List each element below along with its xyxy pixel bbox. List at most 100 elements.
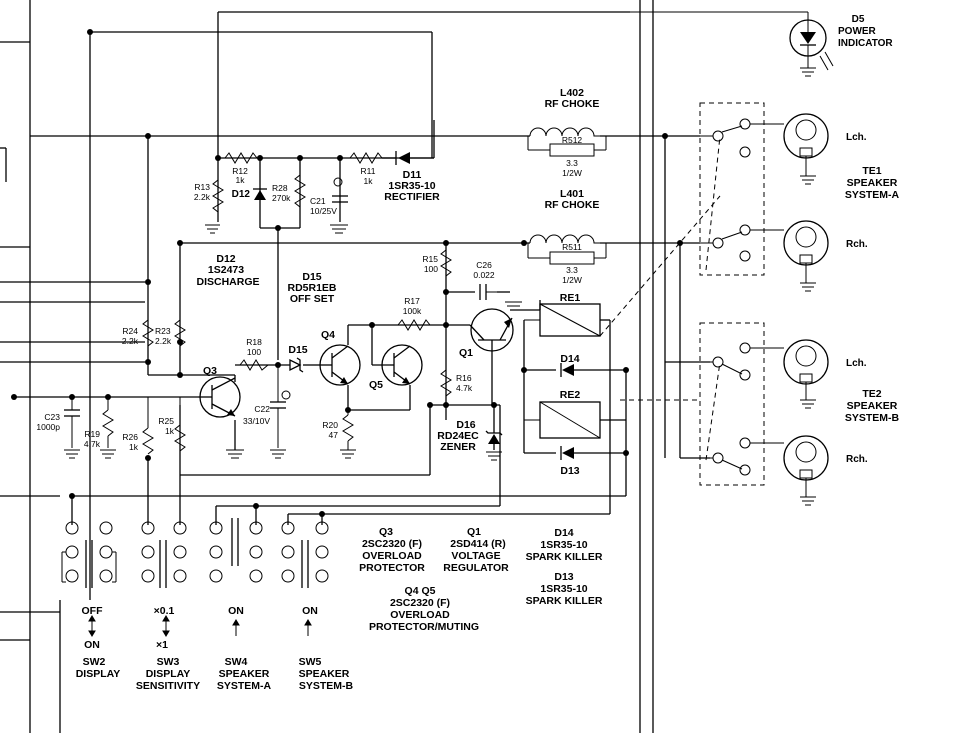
l401-desc: RF CHOKE [545, 199, 600, 211]
parts-d14-line1: SPARK KILLER [526, 551, 603, 563]
r13-ref: R13 [194, 182, 210, 192]
re2-ref: RE2 [560, 389, 581, 401]
te1-ref: TE1 [862, 165, 881, 177]
ground-icon [800, 67, 816, 77]
c22-value: 33/10V [243, 416, 270, 426]
sw3-func: DISPLAY [146, 668, 191, 680]
d11-desc: RECTIFIER [384, 191, 440, 203]
d14-diode-icon [562, 364, 574, 376]
r11-ref: R11 [361, 166, 376, 176]
d5-desc1: POWER [838, 26, 877, 37]
r20-ref: R20 [322, 420, 338, 430]
r23-ref: R23 [155, 326, 171, 336]
d12-note-ref: D12 [216, 253, 235, 265]
r11-value: 1k [364, 176, 374, 186]
r25-value: 1k [165, 426, 175, 436]
r19-symbol [102, 409, 114, 437]
sw5-pos-top: ON [302, 605, 318, 617]
sw2-pos-top: OFF [82, 605, 104, 617]
sw3-pos-bottom: ×1 [156, 639, 168, 651]
ground-icon [270, 449, 286, 459]
q4-ref: Q4 [321, 329, 335, 341]
sw3-pos-top: ×0.1 [154, 605, 175, 617]
r19-ref: R19 [84, 429, 100, 439]
sw4-func: SPEAKER [219, 668, 270, 680]
r23-value: 2.2k [155, 336, 172, 346]
d16-desc: ZENER [440, 441, 476, 453]
d13-diode-icon [562, 447, 574, 459]
r24-symbol [142, 319, 154, 347]
diodes [253, 151, 574, 460]
d13-ref: D13 [560, 465, 579, 477]
r28-symbol [294, 174, 306, 208]
sw2-func: DISPLAY [76, 668, 121, 680]
sw3-ref: SW3 [157, 656, 180, 668]
r16-value: 4.7k [456, 383, 473, 393]
sw3-switch-icon [141, 521, 187, 588]
c21-value: 10/25V [310, 206, 337, 216]
r25-symbol [174, 424, 186, 452]
q3-transistor-icon [198, 376, 241, 418]
l402-coil [529, 127, 600, 137]
ground-symbols [64, 67, 816, 506]
d5-ref: D5 [852, 14, 865, 25]
r17-ref: R17 [404, 296, 420, 306]
r20-symbol [342, 414, 354, 442]
sw5-ref: SW5 [299, 656, 322, 668]
r512-value: 3.3 [566, 158, 578, 168]
sw4-func2: SYSTEM-A [217, 680, 272, 692]
te1-line2: SYSTEM-A [845, 189, 900, 201]
parts-q1-part: 2SD414 (R) [450, 538, 505, 550]
l401-ref: L401 [560, 188, 584, 200]
sw4-ref: SW4 [225, 656, 248, 668]
c26-value: 0.022 [473, 270, 495, 280]
parts-q3-ref: Q3 [379, 526, 393, 538]
r26-ref: R26 [122, 432, 138, 442]
parts-d14-ref: D14 [554, 527, 573, 539]
sw5-func: SPEAKER [299, 668, 350, 680]
r19-value: 4.7k [84, 439, 101, 449]
resistor-leads [107, 136, 607, 450]
frame-lines [29, 0, 654, 733]
te1-lch-terminal-icon [783, 113, 829, 176]
ground-icon [340, 449, 356, 459]
te2-ref: TE2 [862, 388, 881, 400]
sw2-switch-icon [61, 521, 117, 588]
parts-q3-line1: OVERLOAD [362, 550, 422, 562]
sw2-pos-bottom: ON [84, 639, 100, 651]
capacitors [64, 177, 510, 448]
q4-transistor-icon [316, 344, 361, 386]
te2-rch-terminal-icon [783, 435, 829, 497]
parts-q3-line2: PROTECTOR [359, 562, 425, 574]
r12-symbol [224, 152, 258, 164]
d16-part: RD24EC [437, 430, 479, 442]
d12-note-desc: DISCHARGE [196, 276, 259, 288]
r17-symbol [397, 319, 431, 331]
ground-icon [800, 399, 816, 409]
d14-ref: D14 [560, 353, 579, 365]
sw5-switch-icon [281, 521, 329, 588]
d15-ref: D15 [288, 344, 307, 356]
te2-rch-label: Rch. [846, 454, 868, 465]
q5-ref: Q5 [369, 379, 383, 391]
r24-ref: R24 [122, 326, 138, 336]
r28-value: 270k [272, 193, 291, 203]
d16-diode-icon [488, 434, 500, 444]
c22-ref: C22 [254, 404, 270, 414]
ground-icon [505, 301, 522, 311]
r24-value: 2.2k [122, 336, 139, 346]
r16-symbol [440, 369, 452, 397]
ground-icon [800, 496, 816, 506]
r18-ref: R18 [246, 337, 262, 347]
q5-transistor-icon [381, 344, 423, 386]
r512-power: 1/2W [562, 168, 582, 178]
ground-icon [330, 224, 348, 234]
r15-ref: R15 [422, 254, 438, 264]
q3-ref: Q3 [203, 365, 217, 377]
r11-symbol [349, 152, 383, 164]
l402-desc: RF CHOKE [545, 98, 600, 110]
parts-d13-line1: SPARK KILLER [526, 595, 603, 607]
parts-q1-line2: REGULATOR [443, 562, 509, 574]
sw3-func2: SENSITIVITY [136, 680, 200, 692]
